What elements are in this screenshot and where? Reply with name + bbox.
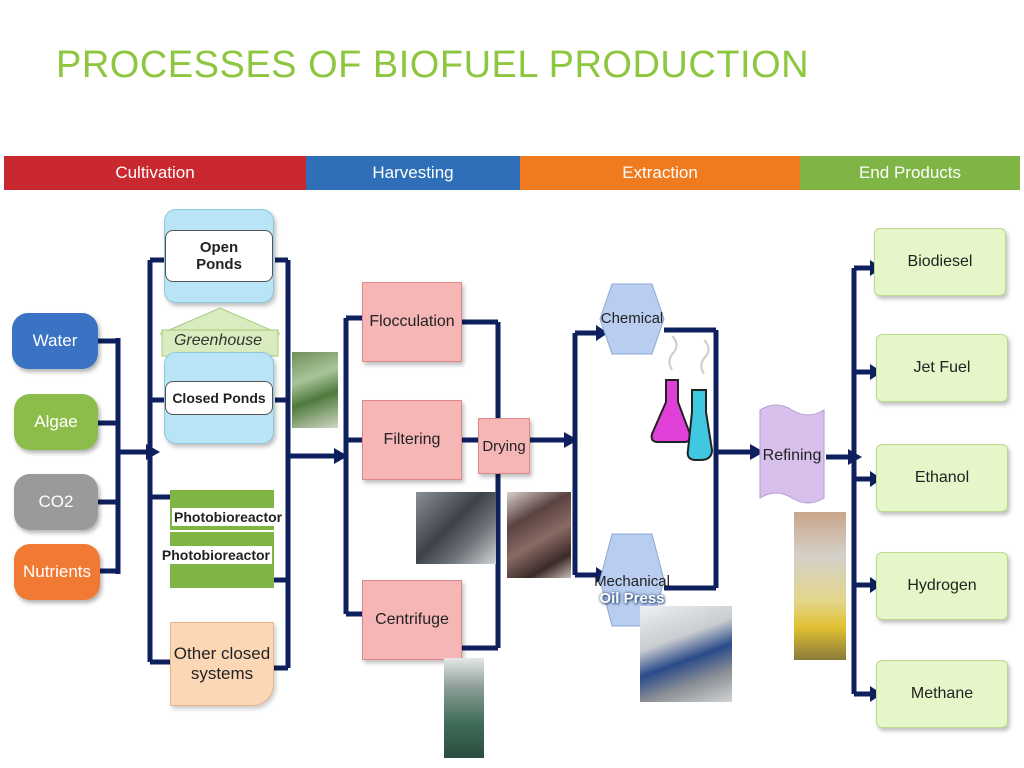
open-ponds-label: Open Ponds (196, 239, 242, 273)
mechanical-label: Mechanical (594, 573, 670, 590)
other-closed-systems: Other closed systems (170, 622, 274, 706)
chemical-label-box: Chemical (598, 306, 666, 330)
chemical-label: Chemical (600, 309, 664, 327)
closed-ponds-label: Closed Ponds (172, 390, 266, 406)
oil-press-photo (640, 606, 732, 702)
greenhouse-label: Greenhouse (164, 330, 272, 352)
refining-shape (759, 404, 825, 504)
product-jet-fuel-label: Jet Fuel (913, 359, 971, 376)
page-title: PROCESSES OF BIOFUEL PRODUCTION (56, 44, 810, 86)
stage-harvesting: Harvesting (306, 156, 520, 190)
photobioreactor-1: Photobioreactor (170, 490, 285, 530)
product-biodiesel-label: Biodiesel (907, 253, 973, 270)
product-ethanol-label: Ethanol (914, 469, 970, 486)
dried-algae-photo (507, 492, 571, 578)
photobioreactor-2-label: Photobioreactor (159, 546, 272, 564)
greenhouse-text: Greenhouse (173, 332, 263, 349)
stage-end-products: End Products (800, 156, 1020, 190)
refining-label-box: Refining (756, 444, 828, 468)
centrifuge-label: Centrifuge (375, 611, 449, 628)
other-closed-line1: Other closed (173, 644, 271, 663)
refining-label: Refining (762, 447, 822, 464)
input-algae: Algae (14, 394, 98, 450)
stage-extraction-label: Extraction (622, 163, 698, 182)
product-methane-label: Methane (910, 685, 974, 702)
filter-photo (416, 492, 496, 564)
photobioreactor-1-label: Photobioreactor (172, 508, 285, 526)
product-biodiesel: Biodiesel (874, 228, 1006, 296)
photobioreactor-2: Photobioreactor (159, 532, 274, 588)
stage-harvesting-label: Harvesting (372, 163, 454, 182)
stage-end-products-label: End Products (858, 163, 962, 182)
oil-press-label: Oil Press (599, 590, 665, 607)
product-hydrogen-label: Hydrogen (907, 577, 977, 594)
greenhouse-photo (292, 352, 338, 428)
product-ethanol: Ethanol (876, 444, 1008, 512)
input-water: Water (12, 313, 98, 369)
biofuel-bottle-photo (794, 512, 846, 660)
drying-box: Drying (478, 418, 530, 474)
greenhouse-roof (159, 307, 281, 357)
product-methane: Methane (876, 660, 1008, 728)
input-co2: CO2 (14, 474, 98, 530)
open-ponds-panel: Open Ponds (164, 209, 274, 303)
input-nutrients: Nutrients (14, 544, 100, 600)
open-ponds-label-box: Open Ponds (165, 230, 273, 282)
closed-ponds-label-box: Closed Ponds (165, 381, 273, 415)
drying-label: Drying (482, 437, 526, 455)
product-jet-fuel: Jet Fuel (876, 334, 1008, 402)
mechanical-label-box: Mechanical Oil Press (594, 562, 670, 618)
other-closed-line2: systems (190, 664, 254, 683)
chemical-shape (599, 283, 665, 355)
input-algae-label: Algae (34, 412, 78, 431)
input-co2-label: CO2 (38, 492, 74, 511)
flocculation-box: Flocculation (362, 282, 462, 362)
input-nutrients-label: Nutrients (22, 562, 92, 581)
filtering-box: Filtering (362, 400, 462, 480)
stage-cultivation: Cultivation (4, 156, 306, 190)
input-water-label: Water (32, 331, 78, 350)
filtering-label: Filtering (383, 431, 441, 448)
stage-cultivation-label: Cultivation (115, 163, 195, 182)
flocculation-label: Flocculation (369, 313, 455, 330)
flasks-icon (650, 335, 714, 461)
product-hydrogen: Hydrogen (876, 552, 1008, 620)
centrifuge-photo (444, 658, 484, 758)
stage-extraction: Extraction (520, 156, 800, 190)
closed-ponds-panel: Closed Ponds (164, 352, 274, 444)
centrifuge-box: Centrifuge (362, 580, 462, 660)
